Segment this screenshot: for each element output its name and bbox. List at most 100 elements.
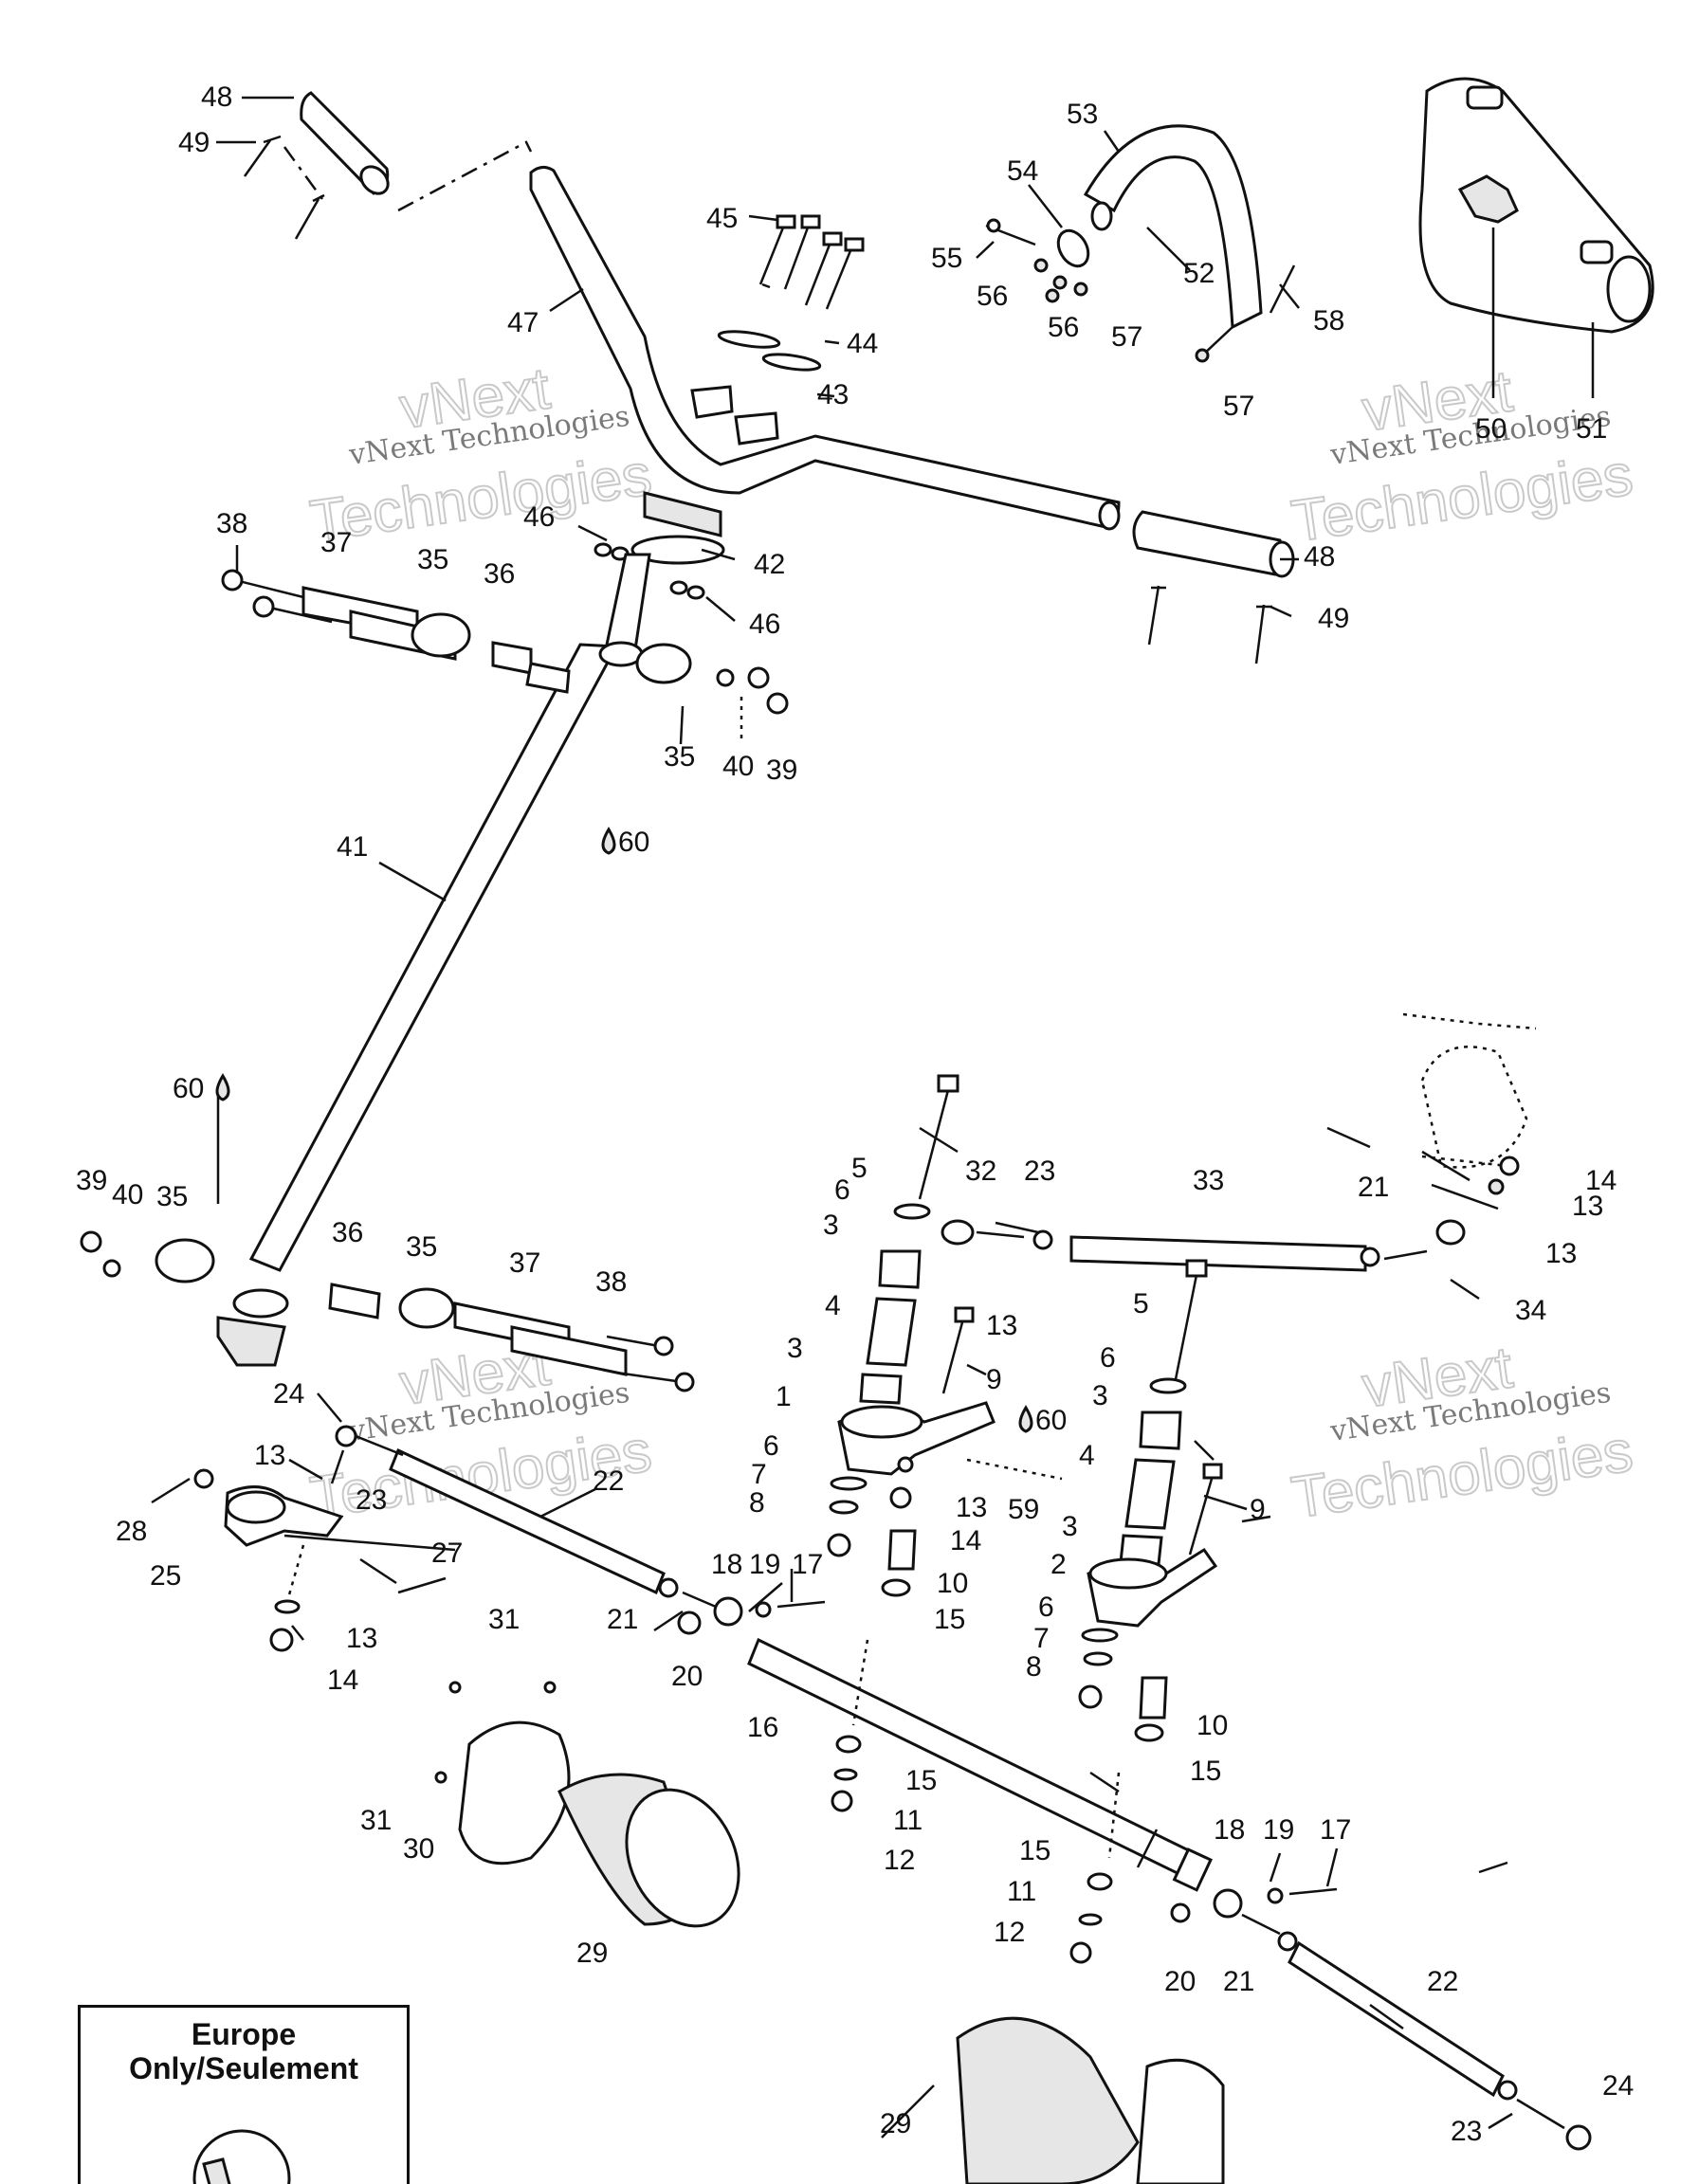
callout-20: 20 [1164,1966,1196,1997]
washer [716,668,735,687]
bolt [1188,1478,1214,1556]
lower-linkage [80,1230,695,1392]
callout-43: 43 [817,379,849,410]
callout-49: 49 [178,127,210,158]
bolt-head [221,569,244,592]
callout-38: 38 [216,508,247,539]
nut [1499,1156,1520,1176]
callout-30: 30 [403,1833,434,1865]
washer [897,1456,914,1473]
washer [1267,1887,1284,1904]
bolt [776,1600,826,1609]
spacer [1139,1410,1182,1450]
bolt-head [674,1372,695,1392]
boot-plate [1136,2058,1225,2184]
callout-37: 37 [320,527,352,558]
washer [274,1599,301,1614]
washer [102,1259,121,1278]
ball-joint [941,1219,975,1246]
rod-end [713,1596,743,1627]
grip-right [1132,510,1286,576]
callout-labels: 48 49 47 45 44 43 53 54 55 56 56 52 57 5… [76,82,1634,2147]
washer [1073,282,1088,297]
callout-35: 35 [406,1231,437,1263]
threaded-end [355,1434,404,1457]
callout-24: 24 [1602,2070,1634,2102]
tie-rod-right [1288,1940,1505,2098]
callout-15: 15 [1190,1756,1221,1787]
callout-15: 15 [934,1604,965,1635]
grease-drop-icon [215,1073,230,1101]
threaded-end [1383,1249,1428,1261]
inset-title-line1: Europe [191,2017,297,2051]
handlebar-brace [985,124,1296,363]
steering-cover [1418,77,1654,334]
right-tie-rod [1170,1887,1592,2151]
callout-15: 15 [905,1765,937,1796]
callout-22: 22 [1427,1966,1458,1997]
clamp-half [690,385,734,419]
nut [658,1577,679,1598]
bushing [491,641,533,675]
callout-25: 25 [150,1560,181,1592]
callout-3: 3 [1062,1511,1078,1542]
cover-tab [1466,85,1504,110]
callout-8: 8 [749,1487,765,1519]
callout-12: 12 [994,1917,1025,1948]
callout-13: 13 [1572,1191,1603,1222]
callout-36: 36 [484,558,515,590]
cover-tab [1580,240,1614,264]
callout-19: 19 [749,1549,780,1580]
ball-joint [335,1425,357,1447]
nut [827,1533,851,1557]
callout-18: 18 [1214,1814,1245,1846]
ball-joint [1435,1219,1466,1246]
callout-2: 2 [1050,1549,1067,1580]
frame-hidden-line [1420,1046,1528,1169]
steering-column [216,553,651,1367]
callout-3: 3 [787,1333,803,1364]
callout-51: 51 [1576,413,1607,445]
column-bushing [598,641,644,667]
callout-21: 21 [607,1604,638,1635]
left-tie-rod [193,1425,826,1652]
spindle-top [840,1405,923,1439]
bolt [359,1557,397,1585]
callout-31: 31 [360,1805,392,1836]
callout-13: 13 [254,1440,285,1471]
callout-31: 31 [488,1604,520,1635]
callout-23: 23 [1024,1156,1055,1187]
callout-56: 56 [1048,312,1079,343]
spindle-right [966,1259,1223,1742]
cover-decal [1457,174,1519,224]
washer [829,1500,859,1515]
clamp-half [734,411,779,446]
nut [594,542,612,557]
callout-12: 12 [884,1845,915,1876]
callout-57: 57 [1111,321,1142,353]
nut [747,666,770,689]
tie-rod-upper [1069,1235,1367,1272]
callout-15: 15 [1019,1835,1050,1866]
callout-60: 60 [173,1073,204,1104]
clamp-bolts [758,214,865,310]
callout-6: 6 [1100,1342,1116,1374]
callout-5: 5 [1133,1288,1149,1320]
nut [1032,1229,1053,1250]
pin-right-1 [1147,585,1166,646]
callout-7: 7 [751,1459,767,1490]
bolt-head [1202,1463,1223,1480]
callout-14: 14 [327,1665,358,1696]
washer [1081,1628,1119,1643]
spacer [1139,1676,1168,1720]
callout-29: 29 [576,1938,608,1969]
pivot-block [411,612,471,658]
threaded-end [1241,1913,1281,1936]
callout-29: 29 [880,2108,911,2139]
callout-41: 41 [337,831,368,863]
callout-7: 7 [1033,1623,1050,1654]
washer [833,1768,858,1781]
bolt-head [844,237,865,252]
steering-boot-right [956,2016,1225,2184]
callout-24: 24 [273,1378,304,1410]
